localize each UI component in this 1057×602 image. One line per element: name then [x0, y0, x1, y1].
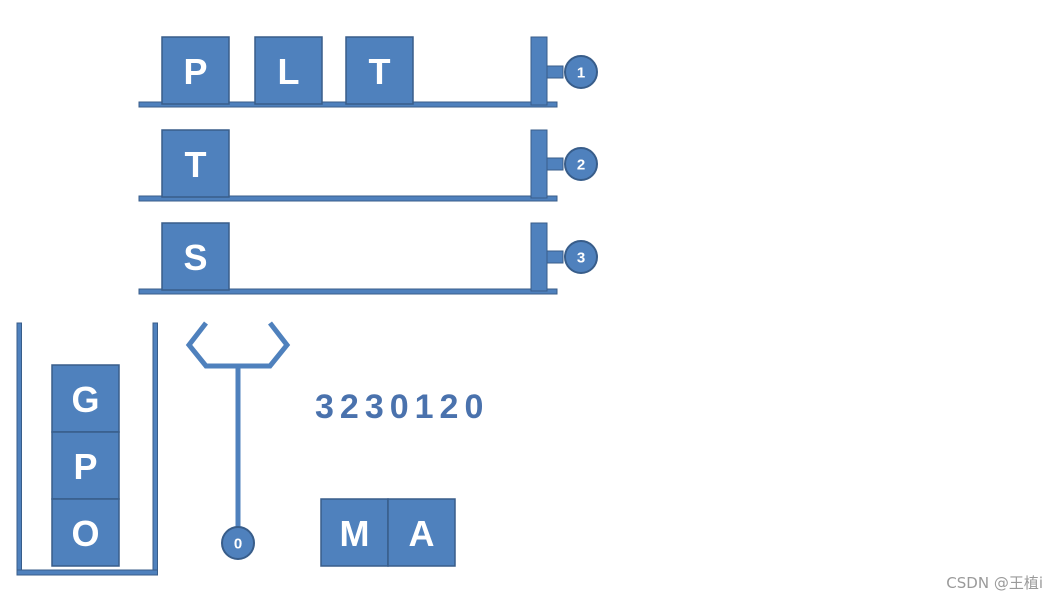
gripper-number: 0: [234, 536, 242, 553]
shelf-2-base: [138, 195, 558, 202]
shelf-1-block-1-label: P: [183, 51, 207, 92]
gripper-claw: [185, 321, 291, 369]
shelf-1-number-circle: [564, 55, 598, 89]
shelf-1-block-3-label: T: [369, 51, 391, 92]
shelf-2-wall: [530, 129, 548, 199]
shelf-1-wall: [530, 36, 548, 106]
shelf-1-connector: [546, 65, 564, 79]
shelf-1-block-2-label: L: [278, 51, 300, 92]
stack-container: G P O: [16, 322, 158, 576]
held-block-2-label: A: [409, 513, 435, 554]
shelf-2-block-1: [161, 129, 230, 198]
shelf-3-number: 3: [577, 250, 585, 267]
shelf-1: 1 P L T: [138, 36, 598, 108]
shelf-2-block-1-label: T: [185, 144, 207, 185]
stack-block-top-label: G: [71, 379, 99, 420]
shelf-3-connector: [546, 250, 564, 264]
gripper-arm: 0: [185, 321, 291, 560]
stack-block-middle-label: P: [73, 446, 97, 487]
stack-block-bottom: [51, 498, 120, 567]
shelf-3-base: [138, 288, 558, 295]
shelf-1-block-3: [345, 36, 414, 105]
stack-block-middle: [51, 431, 120, 500]
shelf-3-wall: [530, 222, 548, 292]
stack-right-wall: [152, 322, 158, 576]
stack-block-bottom-label: O: [71, 513, 99, 554]
shelf-2-connector: [546, 157, 564, 171]
shelf-1-block-1: [161, 36, 230, 105]
stack-left-wall: [16, 322, 22, 576]
shelf-1-number: 1: [577, 65, 585, 82]
shelf-1-block-2: [254, 36, 323, 105]
held-blocks: M A: [320, 498, 456, 567]
held-block-1-label: M: [340, 513, 370, 554]
move-sequence: 3230120: [315, 388, 489, 426]
shelf-2-number: 2: [577, 157, 585, 174]
shelf-3-number-circle: [564, 240, 598, 274]
gripper-number-circle: [221, 526, 255, 560]
shelf-3-block-1-label: S: [183, 237, 207, 278]
shelf-3: 3 S: [138, 222, 598, 295]
shelf-2: 2 T: [138, 129, 598, 202]
stack-block-top: [51, 364, 120, 433]
shelf-2-number-circle: [564, 147, 598, 181]
watermark: CSDN @王植i: [946, 574, 1043, 592]
shelf-3-block-1: [161, 222, 230, 291]
stack-floor: [16, 569, 158, 576]
held-block-2: [387, 498, 456, 567]
